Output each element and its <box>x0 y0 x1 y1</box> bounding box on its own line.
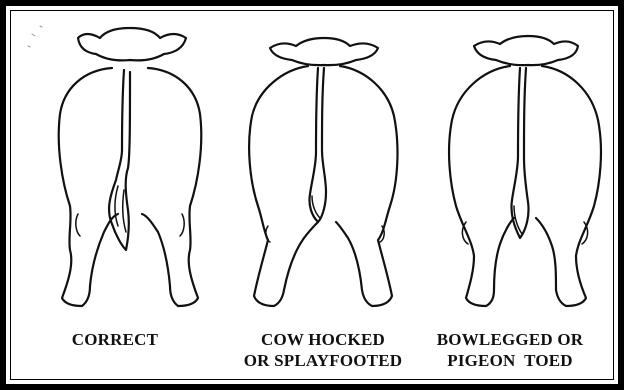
caption-line: BOWLEGGED OR <box>420 329 600 350</box>
caption-line: CORRECT <box>40 329 190 350</box>
caption-line: PIGEON TOED <box>420 350 600 371</box>
caption-cow-hocked: COW HOCKED OR SPLAYFOOTED <box>228 329 418 371</box>
cow-figure-correct <box>59 28 202 306</box>
cow-tail-correct <box>109 70 130 250</box>
cow-figure-bowlegged <box>449 36 601 306</box>
caption-line: OR SPLAYFOOTED <box>228 350 418 371</box>
cow-head-cow-hocked <box>270 38 378 65</box>
stray-mark <box>28 26 42 47</box>
caption-bowlegged: BOWLEGGED OR PIGEON TOED <box>420 329 600 371</box>
caption-correct: CORRECT <box>40 329 190 350</box>
cow-head-bowlegged <box>474 36 578 65</box>
caption-line: COW HOCKED <box>228 329 418 350</box>
cow-head-correct <box>78 28 186 60</box>
cow-figure-cow-hocked <box>249 38 397 306</box>
